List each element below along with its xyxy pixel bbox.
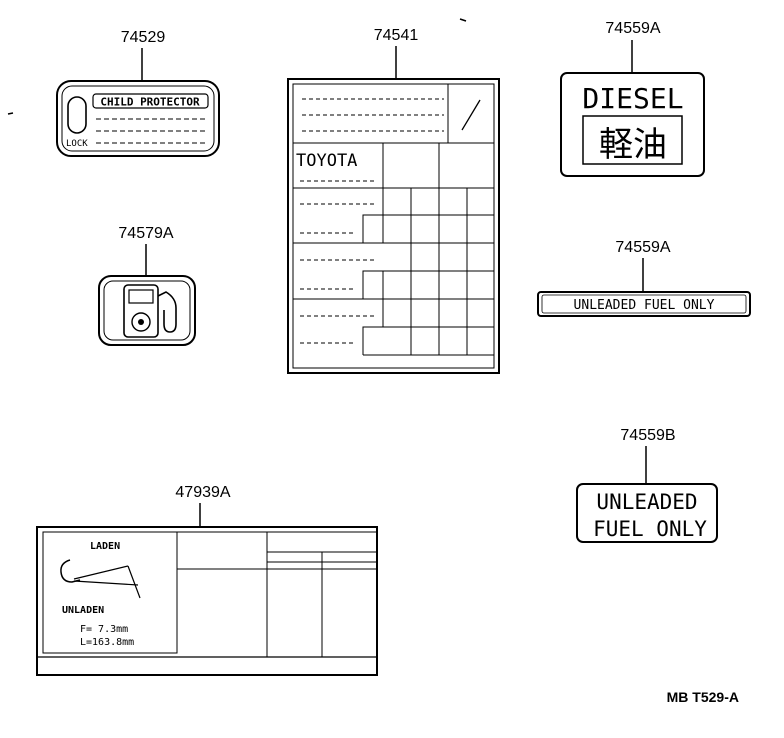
child-protector-title: CHILD PROTECTOR bbox=[100, 96, 200, 109]
headlamp-aim-label: LADEN UNLADEN F= 7.3mm L=163.8mm bbox=[36, 526, 378, 676]
laden-text: LADEN bbox=[90, 541, 120, 552]
lock-slot-icon bbox=[67, 96, 87, 134]
lock-text: LOCK bbox=[66, 139, 88, 149]
fuel-pump-icon bbox=[123, 284, 177, 338]
unleaded-fuel-only-label: UNLEADED FUEL ONLY bbox=[576, 483, 718, 543]
part-number-74559A-diesel: 74559A bbox=[605, 20, 660, 37]
toyota-brand-text: TOYOTA bbox=[296, 151, 357, 171]
unleaded-line2: FUEL ONLY bbox=[593, 517, 707, 541]
part-number-47939A: 47939A bbox=[175, 484, 230, 501]
f-value-text: F= 7.3mm bbox=[80, 624, 128, 635]
unleaded-strip-text: UNLEADED FUEL ONLY bbox=[574, 298, 715, 313]
part-number-74541: 74541 bbox=[374, 27, 419, 44]
diesel-text: DIESEL bbox=[582, 82, 683, 115]
part-number-74579A: 74579A bbox=[118, 225, 173, 242]
diagram-reference-code: MB T529-A bbox=[667, 689, 739, 705]
diesel-kanji-text: 軽油 bbox=[599, 125, 667, 165]
headlamp-beam-icon bbox=[60, 559, 141, 599]
unladen-text: UNLADEN bbox=[62, 605, 104, 616]
part-number-74529: 74529 bbox=[121, 29, 166, 46]
fuel-pump-label bbox=[98, 275, 196, 346]
l-value-text: L=163.8mm bbox=[80, 637, 134, 648]
child-protector-label: CHILD PROTECTOR LOCK bbox=[56, 80, 220, 157]
part-number-74559A-unleaded: 74559A bbox=[615, 239, 670, 256]
unleaded-fuel-only-strip: UNLEADED FUEL ONLY bbox=[537, 291, 751, 317]
diesel-label: DIESEL 軽油 bbox=[560, 72, 705, 177]
unleaded-line1: UNLEADED bbox=[596, 490, 697, 514]
tire-pressure-label: TOYOTA bbox=[287, 78, 500, 374]
part-number-74559B: 74559B bbox=[620, 427, 675, 444]
